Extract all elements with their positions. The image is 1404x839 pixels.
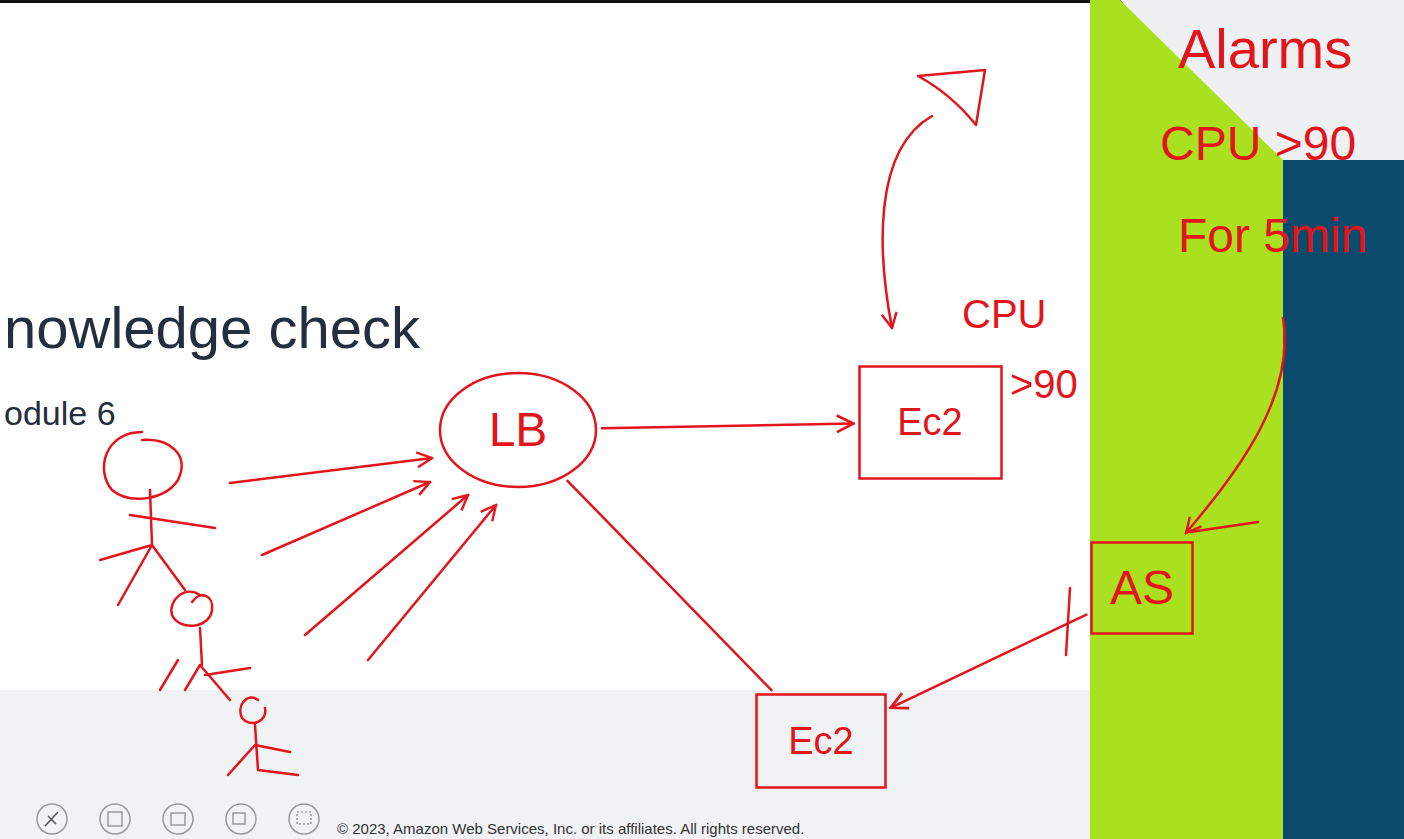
module-subtitle: odule 6 [4, 395, 116, 432]
circle-outline [440, 373, 596, 487]
user-figure [104, 432, 182, 499]
slide-title: nowledge check [4, 296, 420, 360]
box-outline [859, 366, 1001, 478]
copyright-footer: © 2023, Amazon Web Services, Inc. or its… [337, 821, 804, 838]
box-outline [1092, 543, 1193, 634]
connector-arrow [602, 423, 854, 428]
alarm-note: Alarms [1178, 18, 1352, 80]
alarm-note: For 5min [1178, 210, 1367, 263]
server-box: Ec2 [755, 693, 887, 789]
connector-arrow [891, 615, 1087, 708]
box-outline [757, 695, 886, 788]
node-label: Ec2 [897, 403, 962, 441]
node-label: Ec2 [788, 722, 853, 760]
alarm-note: CPU >90 [1160, 118, 1356, 171]
handwriting [100, 70, 1285, 775]
toolbar-icons [37, 804, 319, 834]
alarm-bell [918, 70, 985, 125]
metric-note: CPU [962, 292, 1046, 336]
connector-arrow [567, 481, 771, 690]
user-figure [240, 698, 265, 723]
footer-band [0, 690, 1090, 839]
node-label: AS [1110, 564, 1174, 612]
user-figure [171, 592, 212, 626]
node-label: LB [489, 406, 548, 454]
server-box: Ec2 [858, 365, 1003, 480]
load-balancer-circle: LB [438, 371, 598, 489]
threshold-note: >90 [1010, 362, 1078, 406]
autoscaling-box: AS [1090, 541, 1194, 635]
